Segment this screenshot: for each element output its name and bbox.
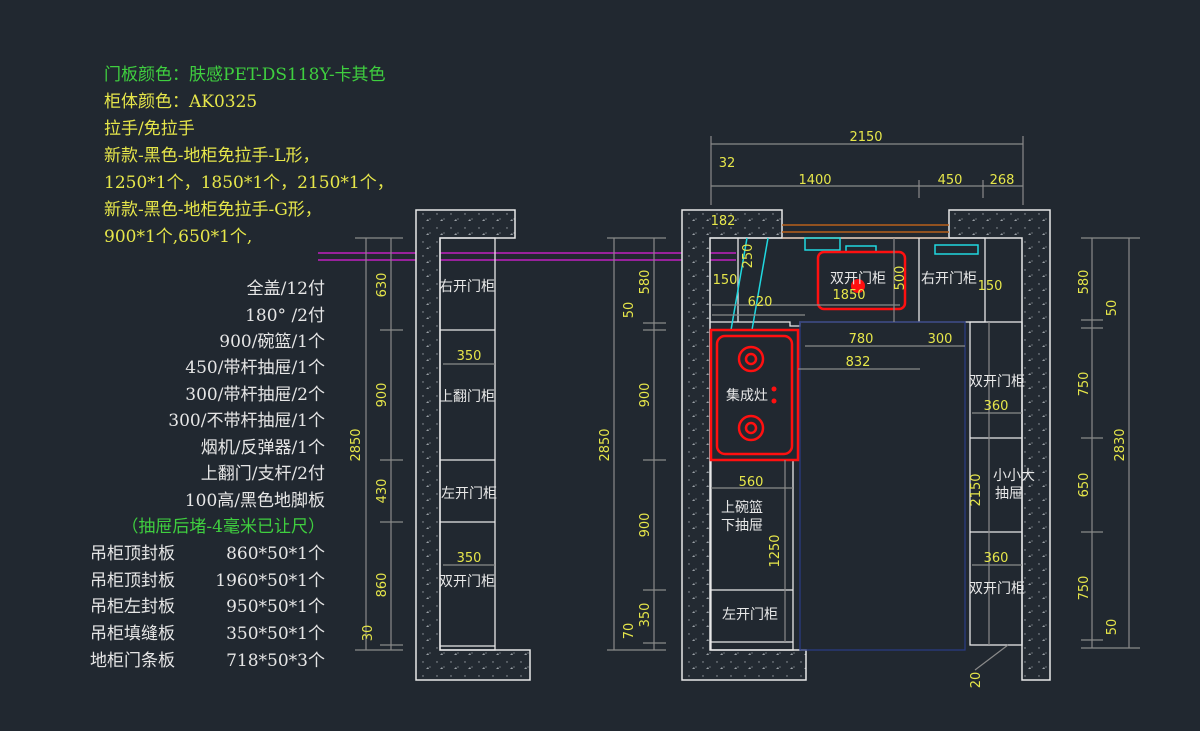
l-sizes-note: 1250*1个，1850*1个，2150*1个， [104,173,394,193]
dimension: 2850 [598,428,613,461]
dimension: 1400 [798,173,831,188]
dimension: 900 [638,513,653,538]
dimension: 30 [361,625,376,642]
hardware-item: 上翻门/支杆/2付 [201,464,325,484]
dimension: 900 [638,383,653,408]
cabinet-label: 双开门柜 [439,574,495,590]
panel-name: 吊柜顶封板 [90,571,175,591]
dimension: 750 [1077,372,1092,397]
dimension: 2850 [349,428,364,461]
sink-icon [816,250,907,311]
cooktop-icon [709,328,800,462]
dimension: 580 [638,270,653,295]
panel-name: 吊柜顶封板 [90,544,175,564]
hardware-list: 全盖/12付 180° /2付 900/碗篮/1个 450/带杆抽屉/1个 30… [121,279,325,671]
cabinet-label: 右开门柜 [439,279,495,295]
dimension: 900 [375,383,390,408]
dimension: 560 [739,475,764,490]
right-cabinets [969,321,1023,646]
hardware-item: 烟机/反弹器/1个 [201,438,325,458]
dimension: 300 [928,332,953,347]
hardware-item: 300/带杆抽屉/2个 [185,385,325,405]
l-handle-note: 新款-黑色-地柜免拉手-L形， [104,146,320,166]
hardware-item: 300/不带杆抽屉/1个 [168,411,325,431]
panel-name: 吊柜填缝板 [90,624,175,644]
dimension: 70 [622,623,637,640]
hardware-item: 180° /2付 [245,306,325,326]
hardware-item: 100高/黑色地脚板 [185,491,325,511]
notes-block: 门板颜色：肤感PET-DS118Y-卡其色 柜体颜色：AK0325 拉手/免拉手… [104,65,394,247]
dimension: 250 [741,244,756,269]
cabinet-label: 双开门柜 [969,374,1025,390]
dimension: 360 [984,399,1009,414]
hardware-item: 900/碗篮/1个 [219,332,325,352]
dimension: 630 [375,273,390,298]
dimension: 268 [990,173,1015,188]
body-color-note: 柜体颜色：AK0325 [104,92,257,112]
dimension: 780 [849,332,874,347]
dimension: 50 [622,302,637,319]
panel-size: 350*50*1个 [226,624,325,644]
dimension: 2150 [969,473,984,506]
dimension: 150 [978,279,1003,294]
cabinet [439,237,496,651]
handle-note: 拉手/免拉手 [104,119,195,139]
hardware-item: 全盖/12付 [247,279,325,299]
dimension: 580 [1077,270,1092,295]
cabinet-label: 上碗篮 [721,500,763,516]
cabinet-label: 上翻门柜 [439,389,495,405]
dimension: 1850 [832,288,865,303]
outlet-icon [934,244,979,255]
panel-size: 950*50*1个 [226,597,325,617]
cabinet-label: 左开门柜 [441,486,497,502]
dimension: 50 [1105,619,1120,636]
cabinet-label: 双开门柜 [969,581,1025,597]
dimension: 182 [711,214,736,229]
cabinet-label: 下抽屉 [721,518,763,534]
cabinet-label: 双开门柜 [830,271,886,287]
hardware-item: 450/带杆抽屉/1个 [185,358,325,378]
dimension: 620 [748,295,773,310]
cooktop-label: 集成灶 [726,387,768,404]
cabinet-label: 右开门柜 [921,271,977,287]
socket-icon [804,237,841,251]
dimension: 32 [719,156,736,171]
dimension: 360 [984,551,1009,566]
panel-name: 吊柜左封板 [90,597,175,617]
right-dimensions: 580 50 750 2830 650 750 50 [1077,237,1140,649]
middle-dimensions: 2850 580 50 900 900 350 70 [598,237,666,651]
dimension: 650 [1077,473,1092,498]
dimension: 50 [1105,300,1120,317]
dimension: 350 [638,603,653,628]
panel-size: 860*50*1个 [226,544,325,564]
cabinet-label: 左开门柜 [722,607,778,623]
dimension: 350 [457,551,482,566]
left-elevation: 右开门柜 上翻门柜 左开门柜 双开门柜 350 350 2850 630 900… [349,209,531,681]
dimension: 350 [457,349,482,364]
dimension: 450 [938,173,963,188]
panel-names: 吊柜顶封板 吊柜顶封板 吊柜左封板 吊柜填缝板 地柜门条板 [90,544,175,671]
dimension: 20 [969,672,984,689]
dimension: 832 [846,355,871,370]
dimension: 500 [893,266,908,291]
panel-size: 718*50*3个 [226,651,325,671]
panel-name: 地柜门条板 [90,651,175,671]
dimension: 860 [375,573,390,598]
g-handle-note: 新款-黑色-地柜免拉手-G形， [104,200,322,220]
dimension: 2830 [1113,428,1128,461]
drawer-note: （抽屉后堵-4毫米已让尺） [121,517,325,537]
kitchen-plan: 2150 32 1400 450 268 182 250 150 620 185… [681,130,1051,689]
dimension: 430 [375,479,390,504]
dimension: 150 [713,273,738,288]
dimension: 2150 [849,130,882,145]
cabinet-label: 抽屉 [995,486,1023,502]
dimension: 750 [1077,576,1092,601]
door-color-note: 门板颜色：肤感PET-DS118Y-卡其色 [104,65,386,85]
dimension: 1250 [768,534,783,567]
panel-size: 1960*50*1个 [215,571,325,591]
wall [681,209,807,681]
g-sizes-note: 900*1个,650*1个, [104,227,252,247]
cabinet-label: 小小大 [993,468,1035,484]
